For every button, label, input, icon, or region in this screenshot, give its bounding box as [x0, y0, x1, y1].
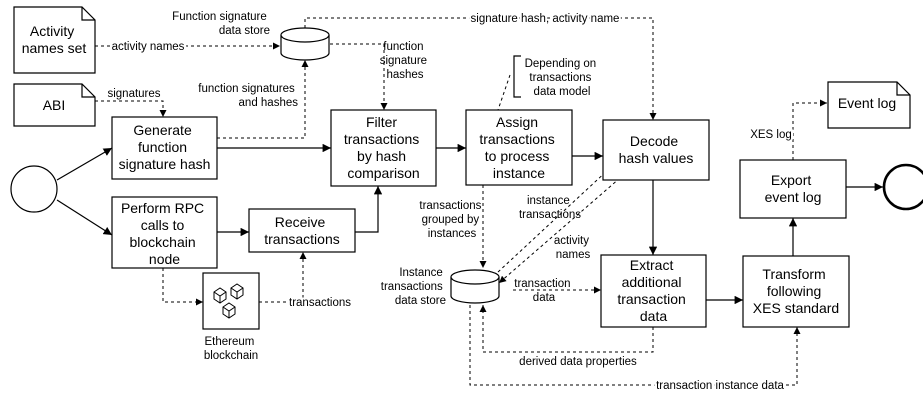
- ethereum-blockchain-icon: [202, 272, 260, 330]
- label-signatures: signatures: [107, 88, 160, 100]
- svg-text:Extract additional: Extract additional transaction data: [617, 257, 689, 324]
- task-export-event-log: Export event log: [739, 159, 847, 219]
- label-transactions-grouped: transactions grouped by instances: [419, 200, 484, 240]
- label-function-signature-hashes: function signature hashes: [380, 41, 431, 81]
- event-log-label: Event log: [838, 95, 896, 111]
- svg-text:Transform following: Transform following XES standard: [753, 266, 839, 316]
- svg-text:Event log: Event log: [838, 95, 896, 111]
- label-instance-transactions: instance transactions: [519, 195, 581, 221]
- svg-text:Perform RPC calls to: Perform RPC calls to blockchain node: [121, 200, 208, 267]
- abi-label: ABI: [43, 97, 66, 113]
- svg-text:Filter transactions: Filter transactions by hash comparison: [344, 114, 423, 181]
- function-signature-store-label: Function signature data store: [172, 11, 270, 37]
- activity-names-line: names set: [22, 40, 87, 56]
- label-function-signatures-and-hashes: function signatures and hashes: [198, 83, 298, 109]
- svg-text:Export event log: Export event log: [765, 172, 822, 205]
- label-transaction-instance-data: transaction instance data: [656, 380, 784, 392]
- ethereum-blockchain-label: Ethereum blockchain: [204, 336, 258, 362]
- abi-document: ABI: [13, 83, 96, 127]
- instance-transactions-store: [450, 269, 500, 304]
- task-generate-function-signature-hash: Generate function signature hash: [111, 116, 218, 180]
- label-derived-data-properties: derived data properties: [519, 356, 637, 368]
- text-annotation: Depending on transactions data model: [513, 55, 600, 98]
- instance-transactions-store-label: Instance transactions data store: [381, 267, 446, 307]
- activity-names-document: Activity names set: [13, 6, 96, 74]
- label-transactions: transactions: [289, 297, 351, 309]
- svg-text:Depending on transaction: Depending on transactions data model: [525, 58, 600, 98]
- end-event: [882, 163, 923, 211]
- svg-text:Activity names set: Activity names set: [22, 23, 87, 56]
- task-decode-hash-values: Decode hash values: [602, 119, 710, 181]
- svg-text:ABI: ABI: [43, 97, 66, 113]
- start-event: [10, 165, 58, 213]
- task-perform-rpc-calls: Perform RPC calls to blockchain node: [111, 196, 218, 269]
- activity-names-line: Activity: [30, 23, 74, 39]
- label-activity-names: activity names: [112, 41, 185, 53]
- function-signature-store: [280, 27, 330, 61]
- svg-text:Assign transactions: Assign transactions to process instance: [479, 114, 558, 181]
- label-xes-log: XES log: [750, 129, 792, 141]
- label-transaction-data: transaction data: [514, 278, 573, 304]
- task-assign-transactions: Assign transactions to process instance: [465, 109, 573, 186]
- svg-text:Receive transactions: Receive transactions: [264, 214, 339, 247]
- event-log-document: Event log: [827, 81, 911, 129]
- task-filter-transactions: Filter transactions by hash comparison: [330, 109, 437, 187]
- task-transform-xes: Transform following XES standard: [742, 255, 850, 328]
- svg-text:Decode hash values: Decode hash values: [619, 133, 694, 166]
- svg-text:Generate function: Generate function signature hash: [119, 122, 211, 172]
- task-extract-transaction-data: Extract additional transaction data: [600, 254, 707, 328]
- label-activity-names-2: activity names: [554, 235, 592, 261]
- label-signature-hash-activity-name: signature hash, activity name: [471, 13, 620, 25]
- task-receive-transactions: Receive transactions: [248, 208, 356, 253]
- sequence-flows: [56, 143, 883, 305]
- data-associations: [95, 17, 827, 386]
